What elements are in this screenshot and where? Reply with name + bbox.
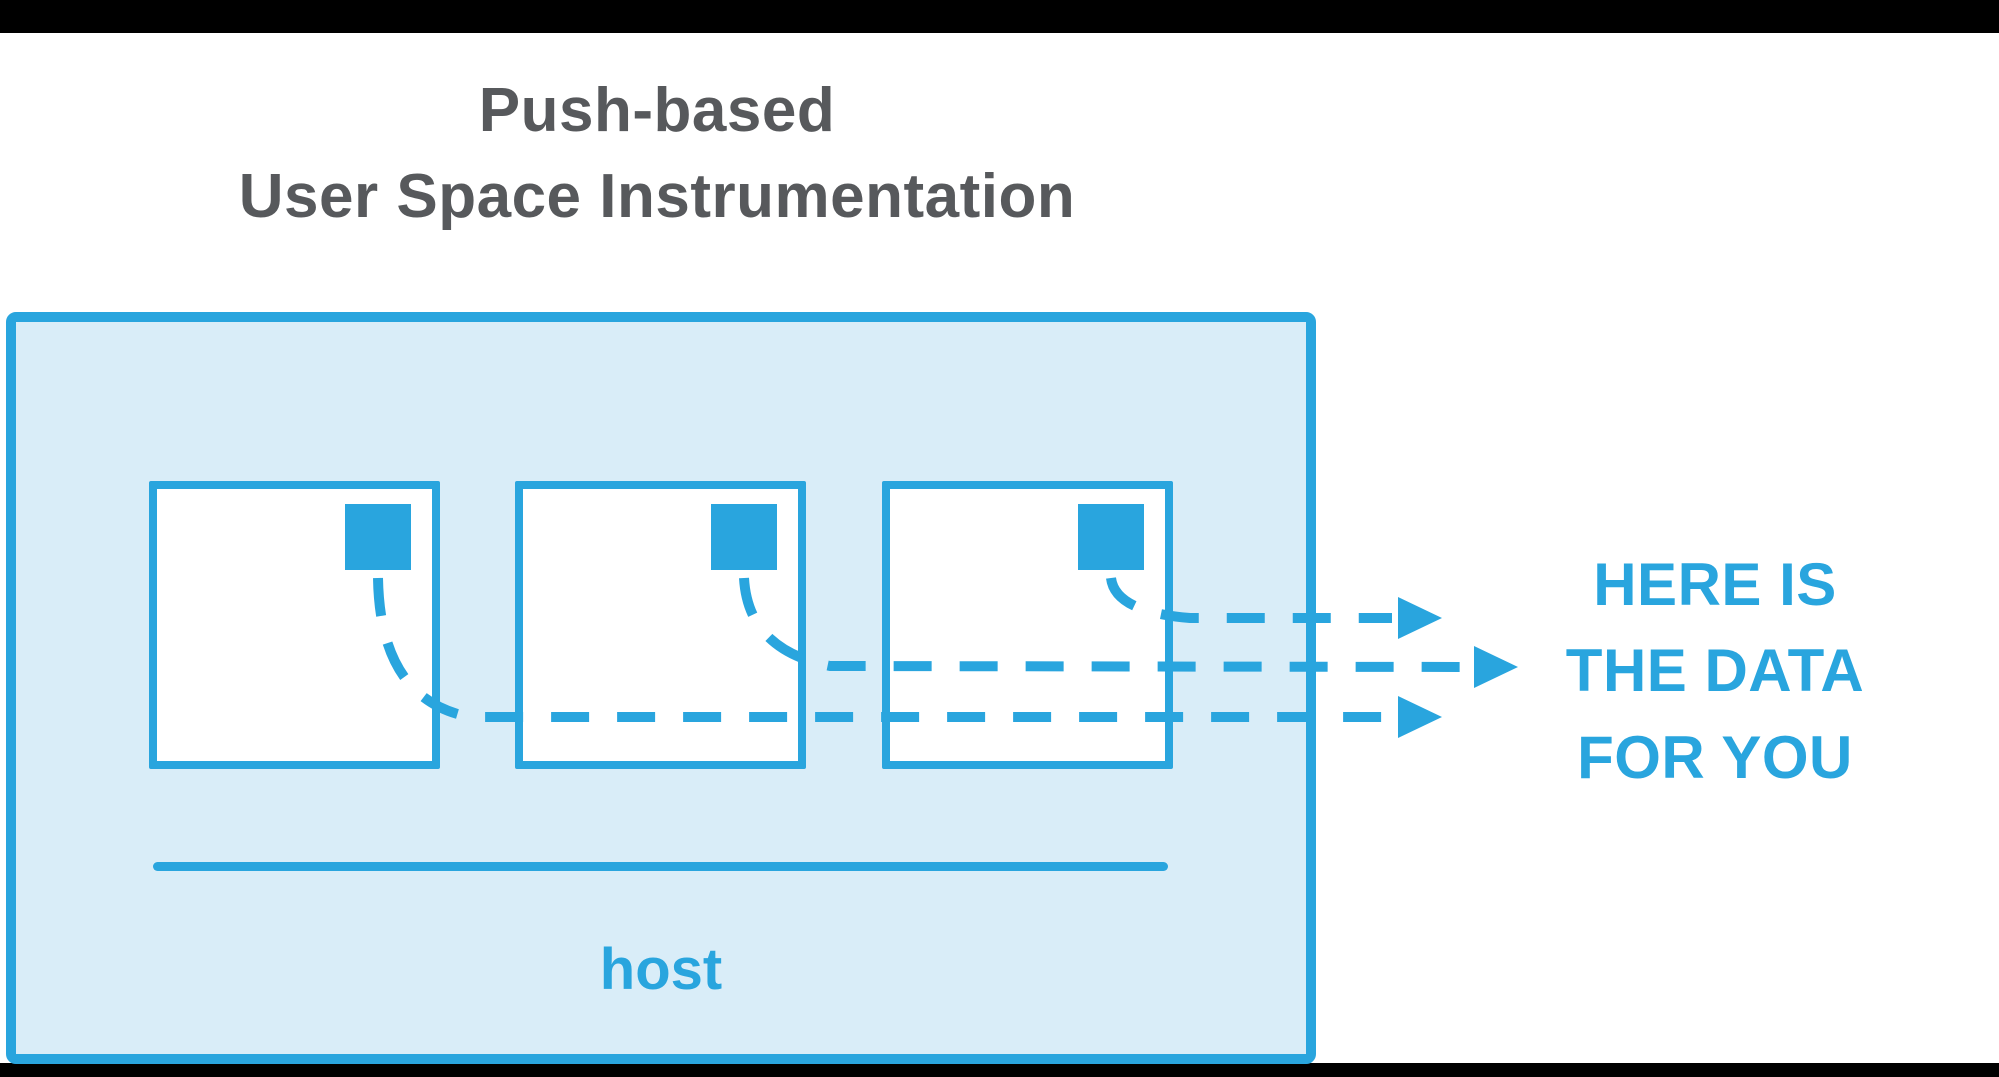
arrowhead-icon [1474, 646, 1518, 688]
process-box-2 [515, 481, 806, 769]
title-line-1: Push-based [478, 76, 836, 145]
data-message: HERE IS THE DATA FOR YOU [1530, 542, 1900, 801]
letterbox-bottom [0, 1063, 1999, 1077]
probe-icon [711, 504, 777, 570]
title-line-2: User Space Instrumentation [238, 161, 1076, 231]
page-title: Push-based User Space Instrumentation [0, 68, 1314, 239]
process-box-1 [149, 481, 440, 769]
host-label: host [599, 937, 723, 1002]
message-line-3: FOR YOU [1577, 723, 1853, 791]
arrowhead-icon [1398, 597, 1442, 639]
probe-icon [345, 504, 411, 570]
letterbox-top [0, 0, 1999, 33]
host-divider-line [153, 862, 1168, 871]
arrowhead-icon [1398, 696, 1442, 738]
message-line-2: THE DATA [1565, 637, 1865, 705]
probe-icon [1078, 504, 1144, 570]
message-line-1: HERE IS [1593, 551, 1837, 618]
process-box-3 [882, 481, 1173, 769]
